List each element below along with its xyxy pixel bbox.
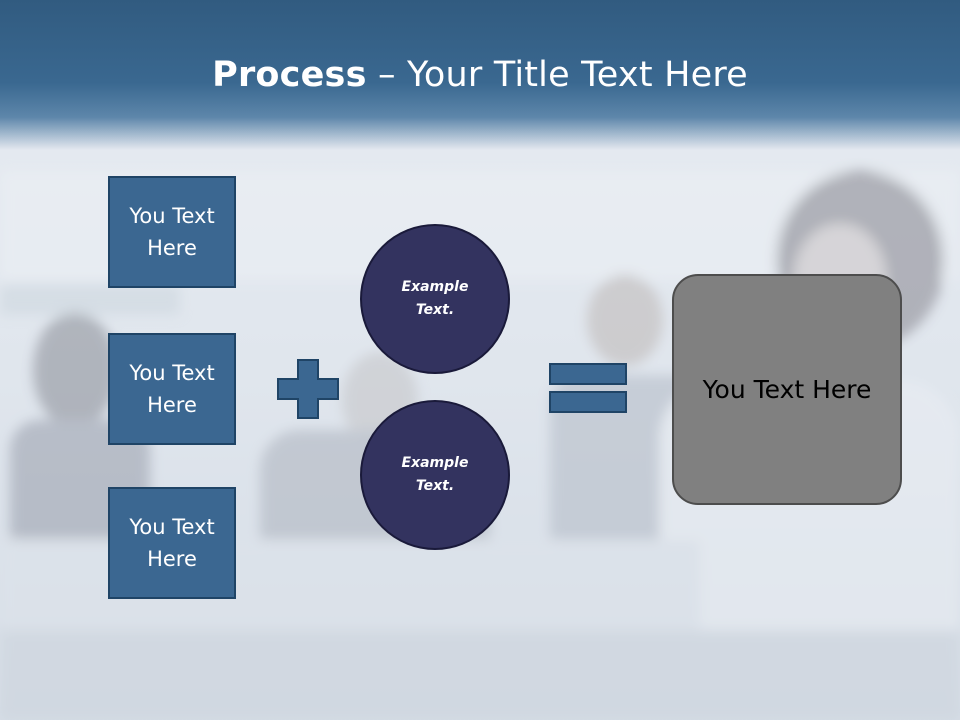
left-box-1[interactable]: You Text Here <box>108 176 236 288</box>
example-circle-2-label: Example Text. <box>401 455 469 494</box>
slide-title: Process – Your Title Text Here <box>0 52 960 98</box>
example-circle-1-label: Example Text. <box>401 279 469 318</box>
plus-icon <box>277 359 339 419</box>
title-rest: – Your Title Text Here <box>366 55 748 95</box>
title-bold: Process <box>212 55 367 95</box>
left-box-3-label: You Text Here <box>129 515 215 571</box>
equals-icon <box>549 363 627 413</box>
result-box[interactable]: You Text Here <box>672 274 902 505</box>
example-circle-1[interactable]: Example Text. <box>360 224 510 374</box>
left-box-1-label: You Text Here <box>129 204 215 260</box>
left-box-3[interactable]: You Text Here <box>108 487 236 599</box>
result-box-label: You Text Here <box>702 374 872 404</box>
example-circle-2[interactable]: Example Text. <box>360 400 510 550</box>
left-box-2-label: You Text Here <box>129 361 215 417</box>
title-band <box>0 0 960 150</box>
left-box-2[interactable]: You Text Here <box>108 333 236 445</box>
